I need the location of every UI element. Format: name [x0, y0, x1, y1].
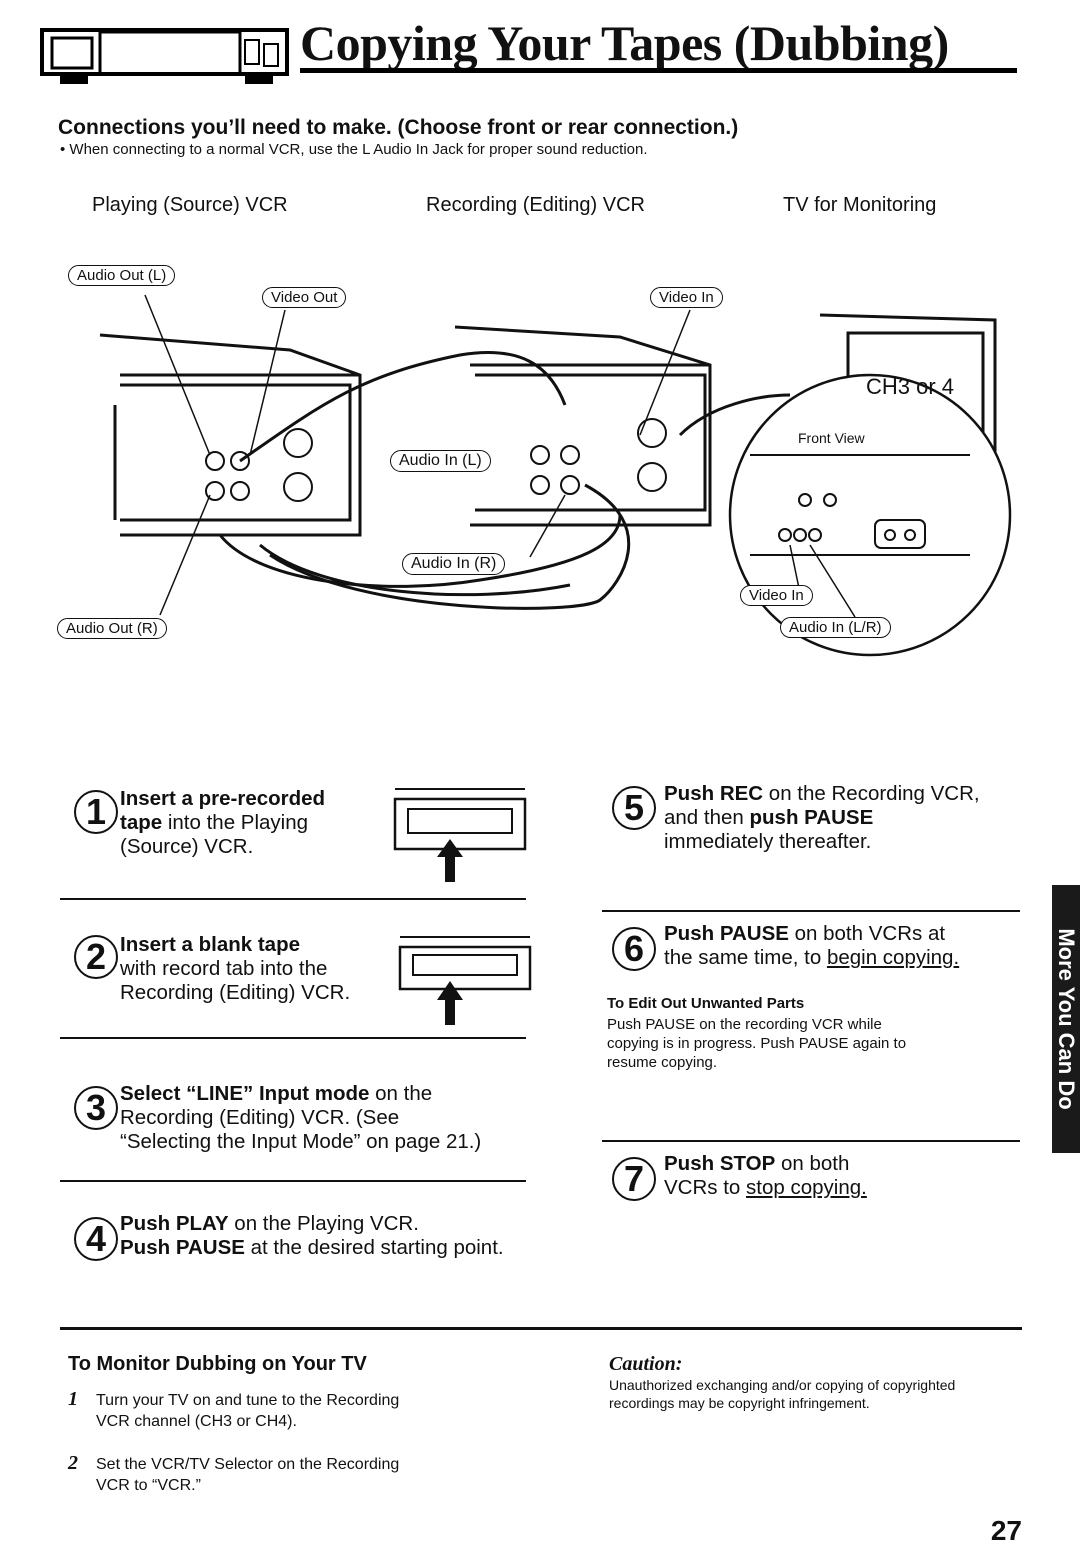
step-6-line2b: begin copying.	[826, 946, 960, 969]
audio-video-cables	[218, 350, 791, 610]
page-number: 27	[990, 1515, 1022, 1546]
step-1-bold2: tape	[120, 811, 163, 834]
step-2-number: 2	[74, 935, 118, 979]
label-audio-in-lr: Audio In (L/R)	[780, 617, 891, 638]
monitor-item-line: VCR to “VCR.”	[96, 1477, 201, 1494]
divider	[602, 910, 1020, 912]
step-3-rest: on the	[369, 1082, 433, 1105]
column-label-playing-vcr: Playing (Source) VCR	[92, 194, 288, 216]
monitor-item-2-number: 2	[68, 1452, 78, 1474]
step-7-number: 7	[612, 1157, 656, 1201]
step-4-number: 4	[74, 1217, 118, 1261]
monitor-item-line: Set the VCR/TV Selector on the Recording	[96, 1456, 400, 1473]
step-5-text: Push REC on the Recording VCR, and then …	[664, 782, 980, 854]
label-video-out: Video Out	[262, 287, 347, 308]
monitor-item-line: Turn your TV on and tune to the Recordin…	[96, 1392, 400, 1409]
label-audio-out-l: Audio Out (L)	[68, 265, 176, 286]
blank-tape-insert-icon	[398, 936, 532, 1025]
step-1-bold: Insert a pre-recorded	[120, 787, 326, 810]
step-4-text: Push PLAY on the Playing VCR. Push PAUSE…	[120, 1212, 504, 1260]
step-7-line2a: VCRs to	[664, 1176, 747, 1199]
step-5-line3: immediately thereafter.	[664, 830, 872, 853]
front-view-circle	[728, 373, 1012, 657]
caution-line: recordings may be copyright infringement…	[609, 1395, 870, 1411]
connections-heading: Connections you’ll need to make. (Choose…	[58, 116, 739, 139]
step-7-line2b: stop copying.	[746, 1176, 867, 1199]
label-video-in: Video In	[650, 287, 723, 308]
divider	[60, 1037, 526, 1039]
edit-out-line: resume copying.	[607, 1054, 718, 1071]
label-video-in-front: Video In	[740, 585, 813, 606]
step-5-bold: Push REC	[664, 782, 764, 805]
label-front-view: Front View	[798, 430, 865, 446]
step-2-bold: Insert a blank tape	[120, 933, 301, 956]
monitor-item-2: Set the VCR/TV Selector on the Recording…	[96, 1454, 399, 1496]
label-audio-in-l: Audio In (L)	[390, 450, 491, 472]
step-5-bold2: push PAUSE	[749, 806, 874, 829]
step-3-line2: Recording (Editing) VCR. (See	[120, 1106, 400, 1129]
step-2-line3: Recording (Editing) VCR.	[120, 981, 351, 1004]
step-5-number: 5	[612, 786, 656, 830]
step-1-text: Insert a pre-recorded tape into the Play…	[120, 787, 325, 859]
step-4-rest2: at the desired starting point.	[244, 1236, 504, 1259]
caution-heading: Caution:	[609, 1353, 683, 1375]
step-3-bold: Select “LINE” Input mode	[120, 1082, 370, 1105]
step-2-line2: with record tab into the	[120, 957, 328, 980]
playing-vcr-illustration	[99, 333, 362, 537]
divider	[60, 898, 526, 900]
step-6-line2a: the same time, to	[664, 946, 827, 969]
step-1-rest: into the Playing	[162, 811, 309, 834]
step-6-text: Push PAUSE on both VCRs at the same time…	[664, 922, 959, 970]
sidebar-tab: More You Can Do	[1052, 885, 1080, 1153]
recording-vcr-illustration	[454, 325, 712, 527]
step-7-bold: Push STOP	[664, 1152, 776, 1175]
caution-line: Unauthorized exchanging and/or copying o…	[609, 1377, 956, 1393]
divider	[60, 1180, 526, 1182]
section-divider	[60, 1327, 1022, 1330]
step-4-rest: on the Playing VCR.	[228, 1212, 419, 1235]
edit-out-heading: To Edit Out Unwanted Parts	[607, 995, 805, 1012]
label-audio-out-r: Audio Out (R)	[57, 618, 167, 639]
label-leader-lines	[144, 294, 856, 618]
edit-out-line: copying is in progress. Push PAUSE again…	[607, 1035, 907, 1052]
step-3-line3: “Selecting the Input Mode” on page 21.)	[120, 1130, 482, 1153]
step-6-rest: on both VCRs at	[788, 922, 946, 945]
divider	[602, 1140, 1020, 1142]
monitor-heading: To Monitor Dubbing on Your TV	[68, 1353, 367, 1375]
recording-vcr-jacks	[530, 418, 667, 495]
front-view-panel	[750, 454, 970, 556]
monitor-item-1: Turn your TV on and tune to the Recordin…	[96, 1390, 399, 1432]
monitor-item-1-number: 1	[68, 1388, 78, 1410]
step-5-pre2: and then	[664, 806, 750, 829]
label-audio-in-r: Audio In (R)	[402, 553, 506, 575]
step-7-text: Push STOP on both VCRs to stop copying.	[664, 1152, 867, 1200]
step-5-rest: on the Recording VCR,	[763, 782, 980, 805]
step-7-rest: on both	[775, 1152, 850, 1175]
column-label-tv: TV for Monitoring	[783, 194, 937, 216]
edit-out-body: Push PAUSE on the recording VCR while co…	[607, 1015, 906, 1072]
sidebar-label: More You Can Do	[1054, 928, 1079, 1110]
connection-diagram	[99, 294, 1012, 657]
step-6-number: 6	[612, 927, 656, 971]
edit-out-line: Push PAUSE on the recording VCR while	[607, 1016, 882, 1033]
title-rule	[300, 68, 1017, 73]
step-2-text: Insert a blank tape with record tab into…	[120, 933, 350, 1005]
label-ch3-or-4: CH3 or 4	[866, 374, 955, 399]
page-title: Copying Your Tapes (Dubbing)	[300, 15, 949, 71]
step-4-bold: Push PLAY	[120, 1212, 229, 1235]
step-4-bold2: Push PAUSE	[120, 1236, 245, 1259]
vcr-icon	[40, 28, 289, 84]
tape-insert-icon	[393, 788, 527, 882]
monitor-item-line: VCR channel (CH3 or CH4).	[96, 1413, 297, 1430]
step-1-line3: (Source) VCR.	[120, 835, 254, 858]
column-label-recording-vcr: Recording (Editing) VCR	[426, 194, 645, 216]
step-3-text: Select “LINE” Input mode on the Recordin…	[120, 1082, 481, 1154]
step-3-number: 3	[74, 1086, 118, 1130]
step-6-bold: Push PAUSE	[664, 922, 789, 945]
caution-body: Unauthorized exchanging and/or copying o…	[609, 1376, 955, 1412]
playing-vcr-jacks	[205, 428, 313, 502]
connections-note: • When connecting to a normal VCR, use t…	[60, 141, 648, 158]
step-1-number: 1	[74, 790, 118, 834]
